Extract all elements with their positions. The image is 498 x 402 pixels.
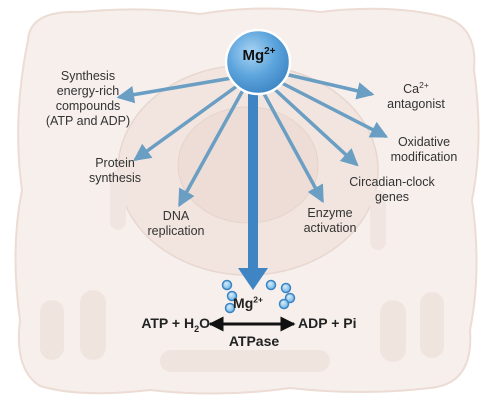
mg-dot	[280, 282, 292, 294]
hub-mg-label: Mg2+	[242, 46, 276, 64]
reaction-mg-label: Mg2+	[233, 294, 263, 311]
reaction-right-side: ADP + Pi	[298, 315, 357, 331]
label-protein-synthesis: Protein synthesis	[88, 156, 142, 185]
cell-background	[14, 7, 480, 395]
label-enzyme-activation: Enzyme activation	[303, 206, 357, 235]
arrow-to-oxidative	[272, 77, 389, 138]
mg-dot	[226, 290, 238, 302]
label-oxidative-modification: Oxidative modification	[390, 135, 458, 164]
arrow-to-enzyme	[260, 88, 324, 204]
label-ca-antagonist: Ca2+ antagonist	[387, 79, 445, 111]
arrow-to-synthesis	[116, 76, 234, 104]
mg-hub-circle	[224, 28, 292, 96]
reaction-enzyme-label: ATPase	[228, 333, 280, 349]
label-dna-replication: DNA replication	[147, 209, 205, 238]
label-synthesis: Synthesis energy-rich compounds (ATP and…	[45, 69, 131, 128]
mg-dot	[284, 292, 296, 304]
mg-dot	[278, 298, 290, 310]
label-circadian-clock-genes: Circadian-clock genes	[349, 175, 435, 204]
radiating-arrows	[116, 70, 389, 208]
mg-dot	[265, 279, 277, 291]
mg-ion-dots	[221, 279, 296, 314]
arrow-to-dna	[178, 88, 245, 208]
reaction-left-side: ATP + H2O	[141, 315, 210, 334]
mg-dot	[221, 279, 233, 291]
down-arrow	[238, 90, 268, 290]
arrow-to-circadian	[268, 83, 359, 167]
mg-dot	[224, 302, 236, 314]
arrow-to-protein	[133, 84, 239, 162]
arrow-to-ca-antagonist	[274, 70, 375, 100]
